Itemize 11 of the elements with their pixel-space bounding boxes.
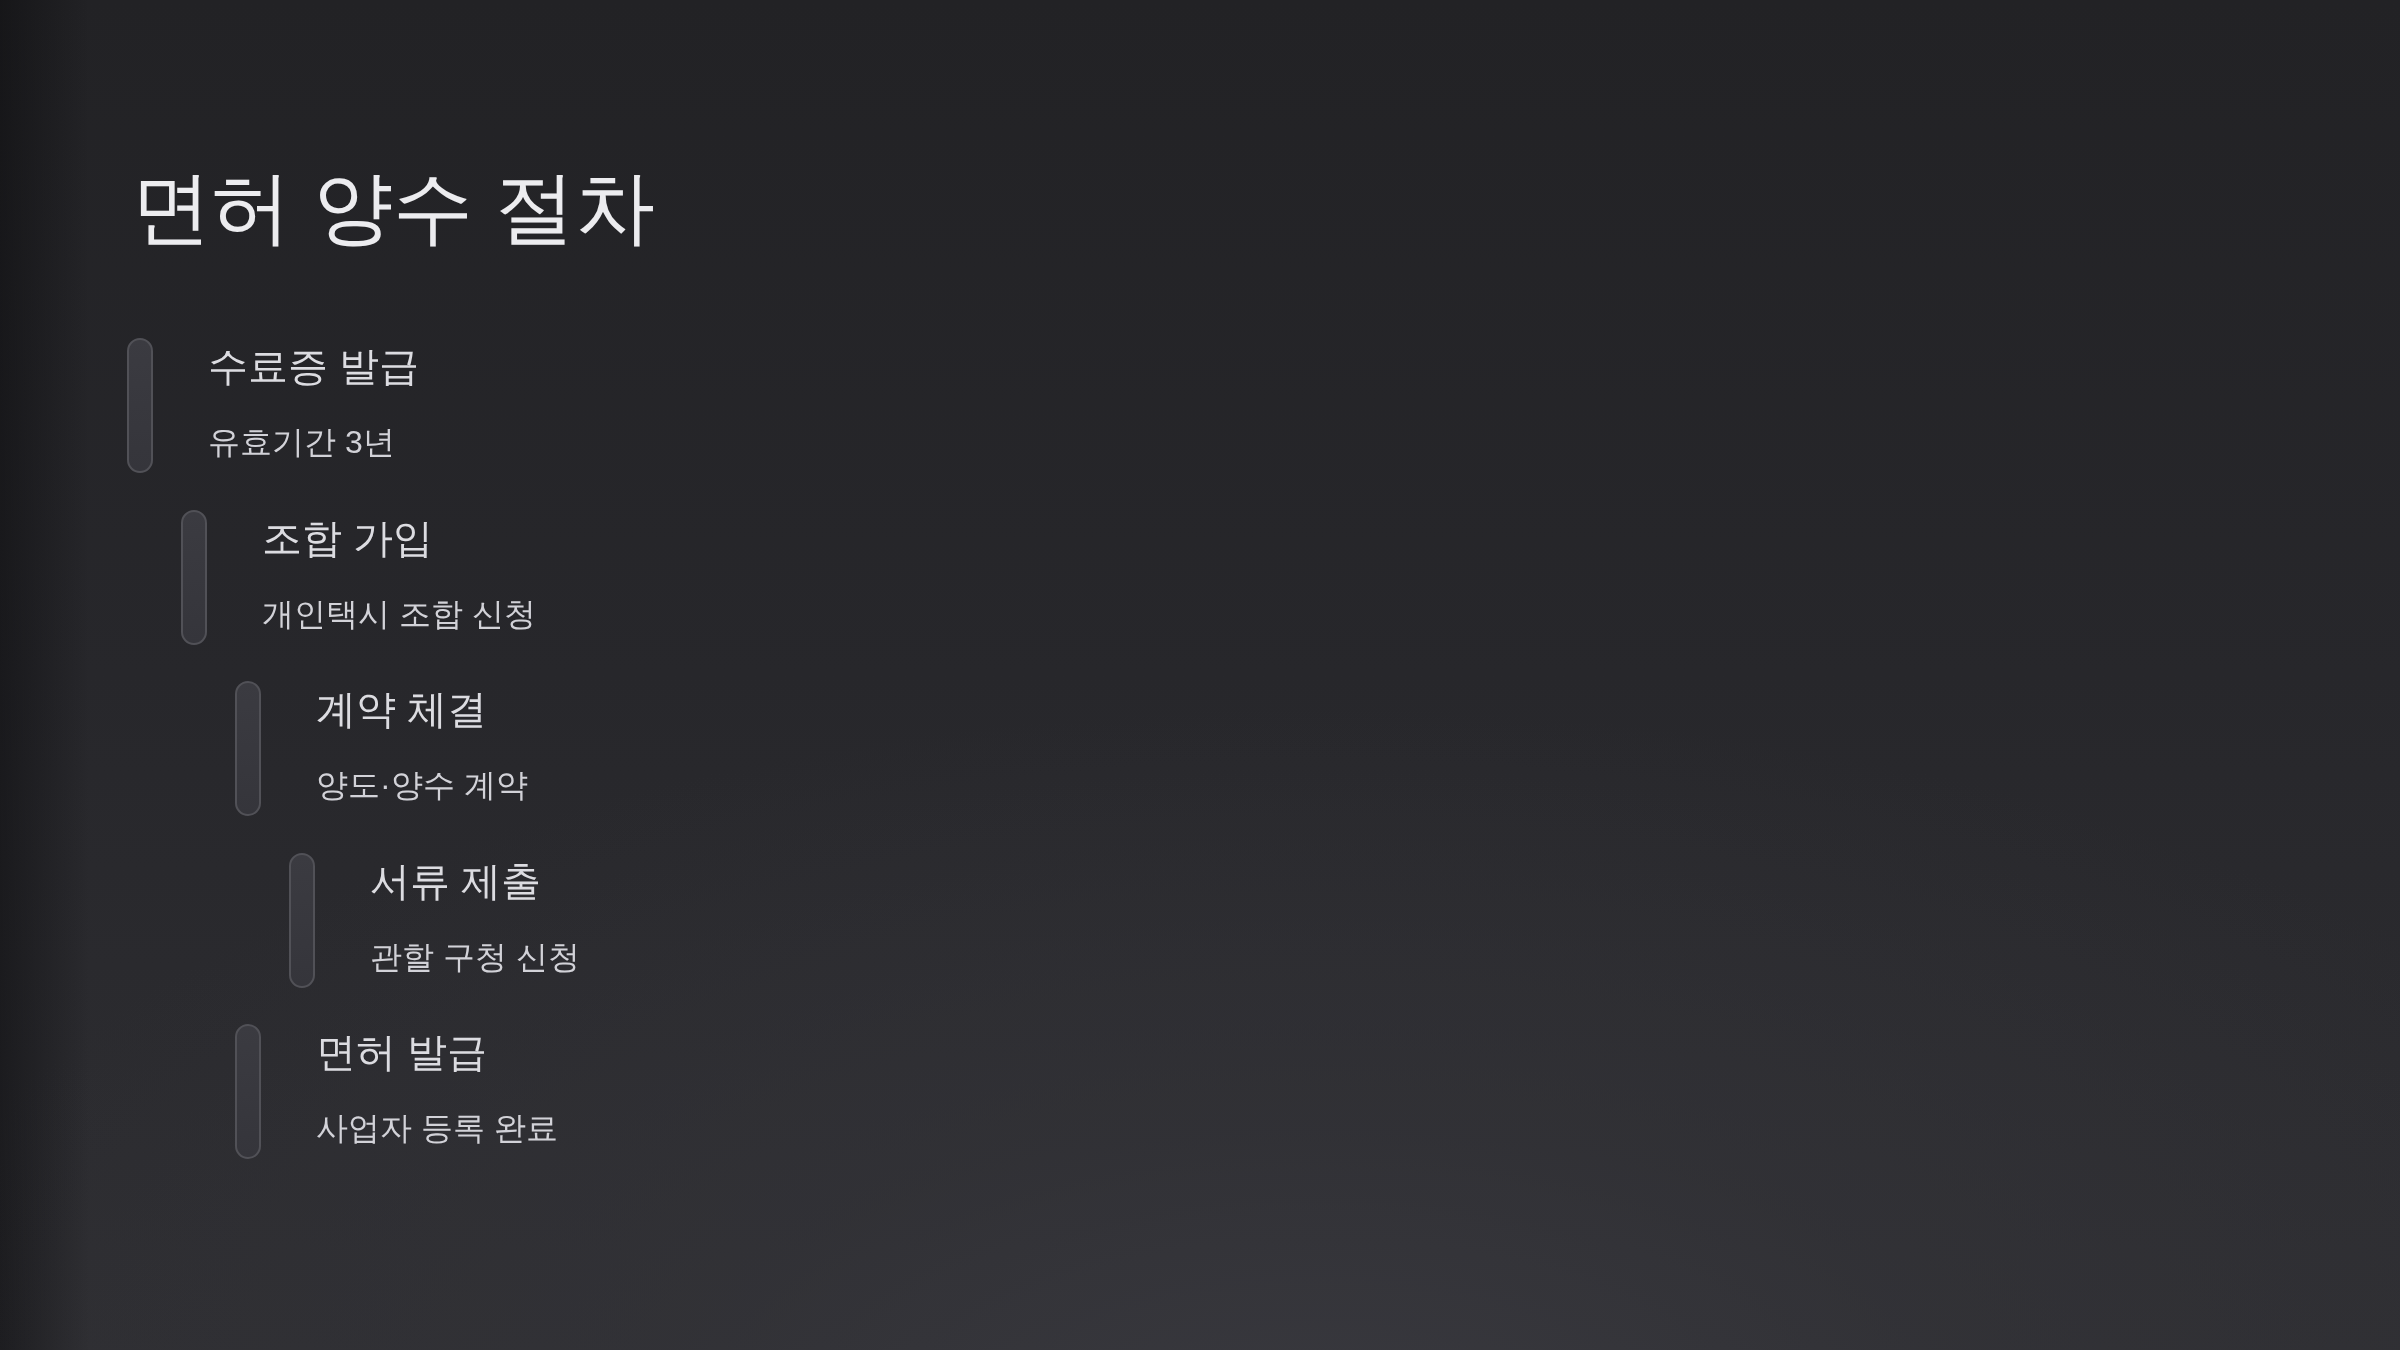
- title: 면허 양수 절차: [131, 162, 656, 254]
- step-description: 사업자 등록 완료: [316, 1109, 558, 1148]
- step-title: 조합 가입: [262, 515, 435, 562]
- step-title: 계약 체결: [316, 686, 489, 733]
- step-description: 유효기간 3년: [208, 423, 396, 462]
- step-description: 관할 구청 신청: [370, 938, 580, 977]
- step-description: 양도·양수 계약: [316, 766, 528, 805]
- step-title: 서류 제출: [370, 858, 543, 905]
- step-title: 면허 발급: [316, 1029, 489, 1076]
- step-description: 개인택시 조합 신청: [262, 595, 536, 634]
- step-title: 수료증 발급: [208, 343, 420, 390]
